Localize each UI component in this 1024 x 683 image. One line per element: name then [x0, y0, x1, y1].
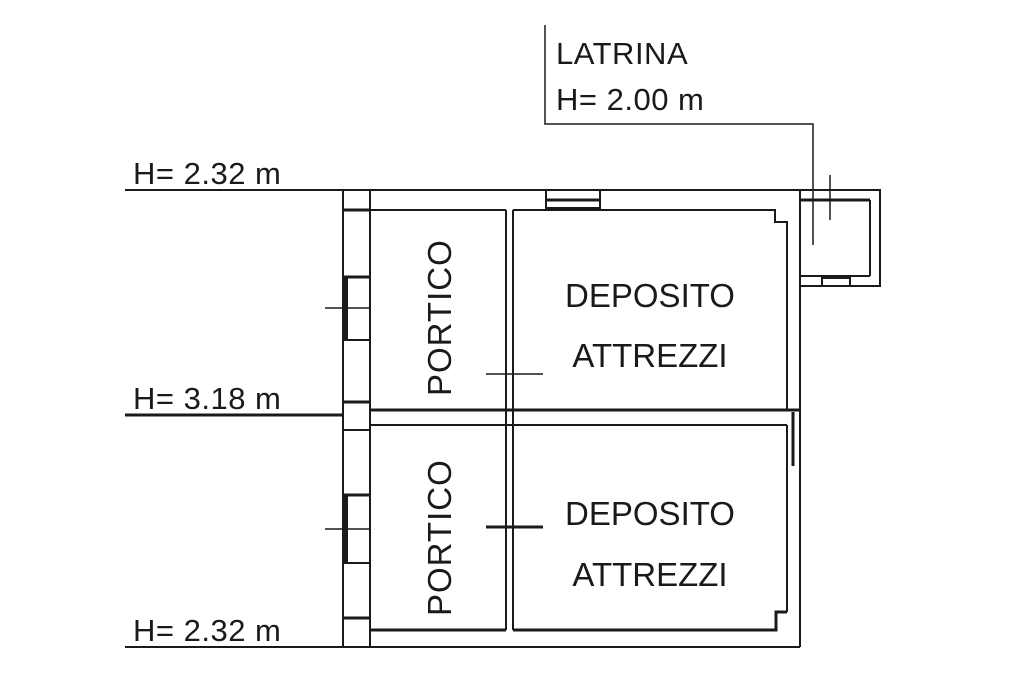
room-label-deposito-top-line1: DEPOSITO	[565, 277, 735, 314]
room-label-portico-bottom: PORTICO	[421, 459, 458, 616]
level-label-top: H= 2.32 m	[133, 156, 282, 191]
level-label-bottom: H= 2.32 m	[133, 613, 282, 648]
room-label-deposito-bottom-line1: DEPOSITO	[565, 495, 735, 532]
room-label-deposito-top-line2: ATTREZZI	[572, 337, 728, 374]
room-label-portico-top: PORTICO	[421, 239, 458, 396]
latrina-height-label: H= 2.00 m	[556, 82, 705, 117]
room-label-deposito-bottom-line2: ATTREZZI	[572, 556, 728, 593]
level-label-middle: H= 3.18 m	[133, 381, 282, 416]
latrina-leader-line	[544, 25, 814, 245]
latrina-name-label: LATRINA	[556, 36, 689, 71]
